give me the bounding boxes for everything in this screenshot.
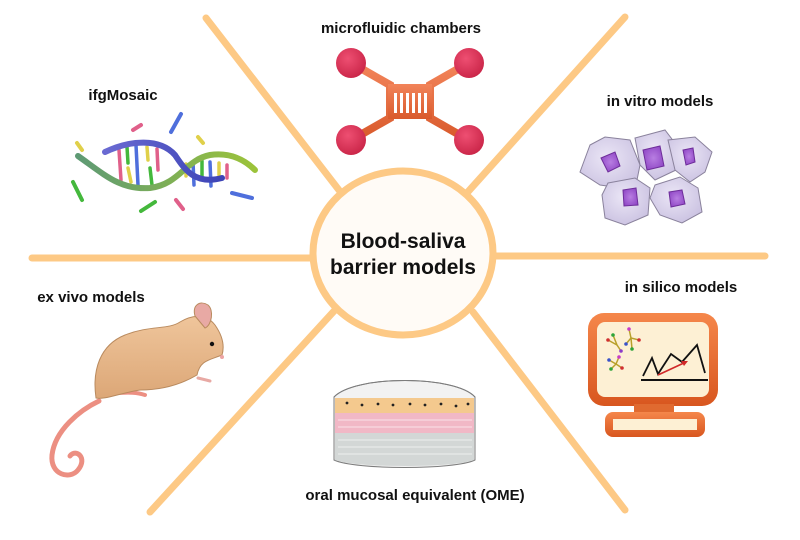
tissue-layers-icon: [333, 380, 476, 468]
label-ome: oral mucosal equivalent (OME): [305, 487, 524, 504]
microfluidic-chip-icon: [336, 48, 484, 155]
branch-ifgmosaic: ifgMosaic: [71, 87, 258, 213]
spokes: [28, 13, 769, 516]
center-node: Blood-saliva barrier models: [309, 167, 497, 339]
computer-monitor-icon: [588, 313, 718, 437]
center-title-line2: barrier models: [330, 256, 476, 279]
spoke-top-left: [202, 14, 346, 198]
branch-insilico: in silico models: [588, 279, 737, 437]
branch-invitro: in vitro models: [579, 93, 714, 226]
spoke-bottom-left: [146, 306, 339, 516]
branch-microfluidic: microfluidic chambers: [321, 20, 484, 155]
branch-exvivo: ex vivo models: [37, 289, 224, 478]
label-exvivo: ex vivo models: [37, 289, 145, 306]
spoke-top-right: [462, 13, 629, 198]
label-invitro: in vitro models: [607, 93, 714, 110]
cell-cluster-icon: [579, 129, 713, 226]
mouse-icon: [49, 302, 224, 478]
center-circle: [309, 167, 497, 339]
dna-helix-icon: [71, 112, 258, 213]
label-insilico: in silico models: [625, 279, 738, 296]
label-ifgmosaic: ifgMosaic: [88, 87, 157, 104]
spoke-bottom-right: [469, 308, 629, 514]
branch-ome: oral mucosal equivalent (OME): [305, 380, 525, 504]
label-microfluidic: microfluidic chambers: [321, 20, 481, 37]
center-title-line1: Blood-saliva: [341, 230, 466, 253]
